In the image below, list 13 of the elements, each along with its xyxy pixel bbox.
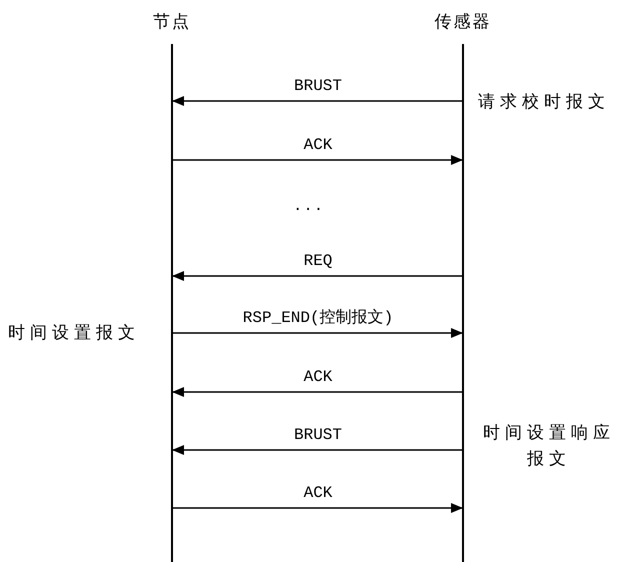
message-arrow	[172, 445, 462, 455]
participant-label: 节点	[153, 11, 191, 34]
note-text: 时间设置报文	[8, 322, 140, 345]
message-arrow	[172, 271, 462, 281]
message-arrow	[173, 155, 463, 165]
message-arrow	[172, 387, 462, 397]
message-arrow	[173, 503, 463, 513]
message-arrow	[172, 96, 462, 106]
note-text: 时间设置响应报文	[482, 422, 616, 470]
participant-label: 传感器	[434, 11, 492, 34]
note-text: 请求校时报文	[478, 91, 610, 114]
note-text: ...	[295, 194, 326, 217]
message-arrow	[173, 328, 463, 338]
